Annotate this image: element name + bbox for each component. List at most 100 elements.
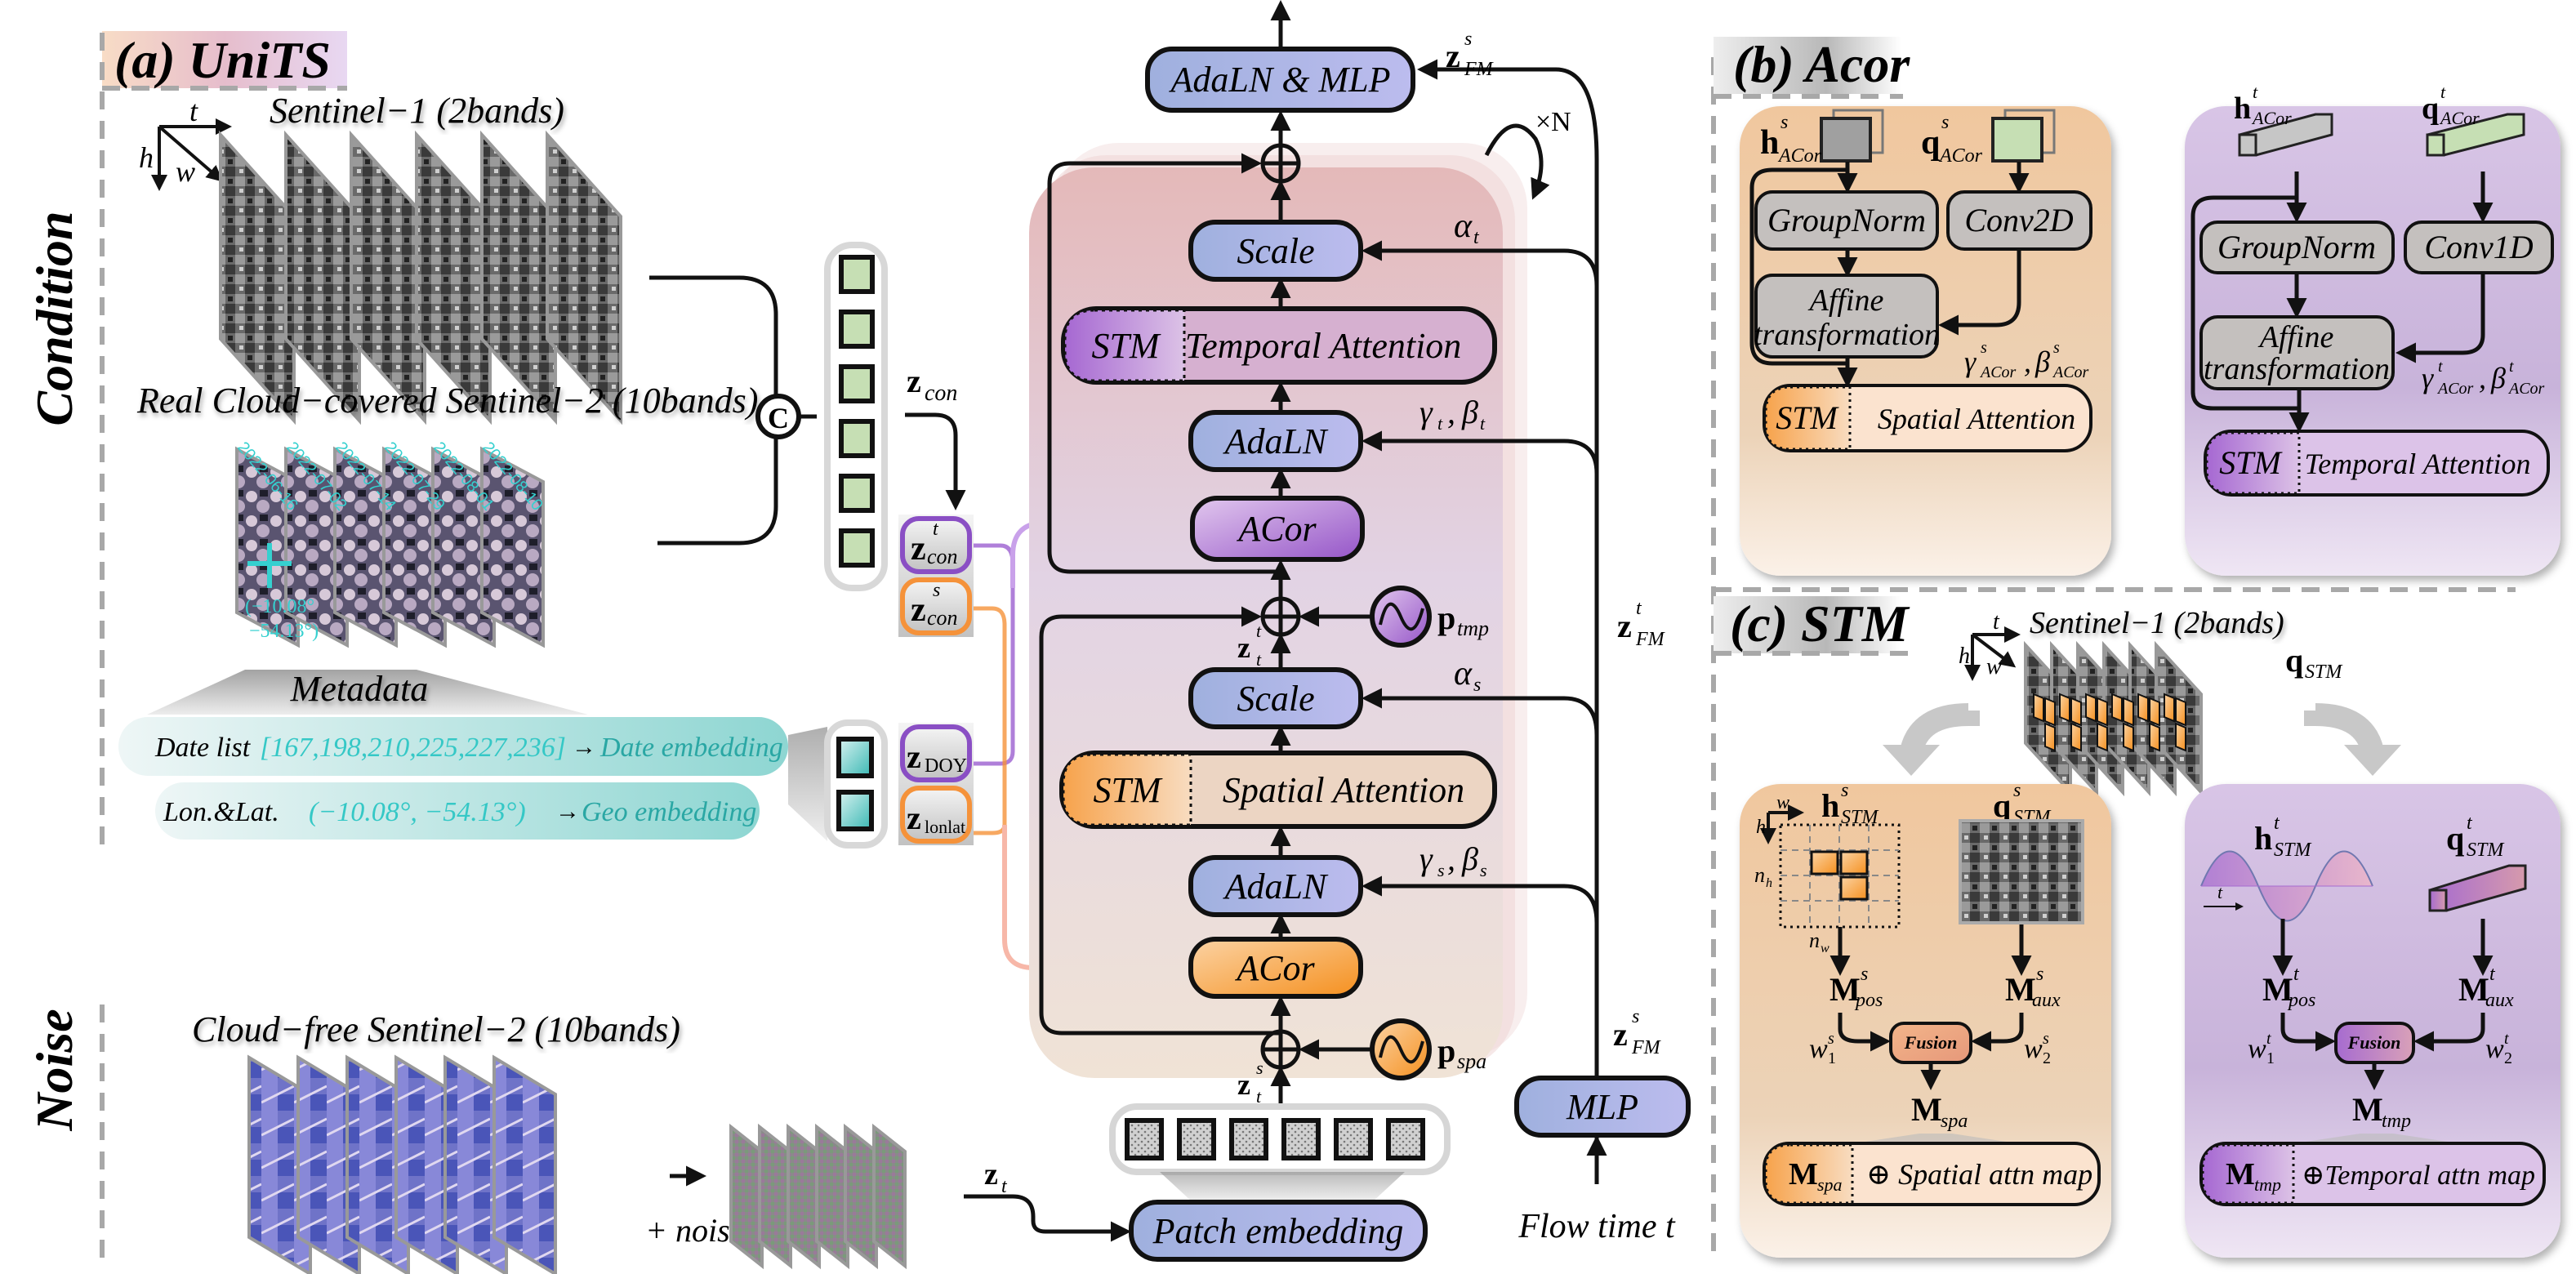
svg-text:t: t bbox=[189, 95, 198, 127]
svg-text:STM: STM bbox=[1093, 770, 1162, 810]
svg-text:spa: spa bbox=[1941, 1111, 1968, 1132]
svg-text:t: t bbox=[1001, 1176, 1008, 1197]
stm-highlight-patch bbox=[2123, 697, 2134, 727]
svg-text:s: s bbox=[1861, 964, 1868, 985]
patch-token bbox=[1334, 1118, 1373, 1160]
panel-a-title: (a) UniTS bbox=[114, 31, 331, 89]
svg-text:transformation: transformation bbox=[1754, 318, 1940, 352]
svg-text:s: s bbox=[2013, 780, 2021, 801]
svg-text:Scale: Scale bbox=[1237, 231, 1314, 271]
svg-text:γ: γ bbox=[2422, 362, 2434, 394]
noise-frame bbox=[787, 1123, 821, 1270]
svg-text:p: p bbox=[1437, 599, 1455, 636]
svg-text:z: z bbox=[1237, 631, 1250, 664]
split-arrow-left-icon bbox=[1900, 703, 1980, 755]
svg-text:FM: FM bbox=[1464, 59, 1495, 80]
patch-tokens bbox=[1125, 1118, 1425, 1160]
stm-highlight-patch bbox=[2111, 693, 2123, 723]
panel-a-units: (a) UniTS Condition Noise t h w Sentinel… bbox=[25, 31, 1184, 1274]
svg-text:w: w bbox=[1986, 654, 2002, 679]
svg-text:AdaLN & MLP: AdaLN & MLP bbox=[1169, 60, 1391, 100]
z-con-arrow bbox=[905, 412, 966, 510]
svg-text:z: z bbox=[907, 738, 921, 775]
patch-token bbox=[1229, 1118, 1268, 1160]
cloudfree-label: Cloud−free Sentinel−2 (10bands) bbox=[192, 1009, 680, 1049]
s2-cloudfree-frame bbox=[345, 1054, 410, 1274]
svg-text:ACor: ACor bbox=[1234, 948, 1315, 988]
svg-text:t: t bbox=[1437, 413, 1443, 434]
svg-text:t: t bbox=[2253, 82, 2258, 102]
stm-highlight-patch bbox=[2123, 722, 2134, 752]
noise-frame bbox=[844, 1123, 878, 1270]
svg-text:t: t bbox=[933, 519, 939, 540]
panel-b-title: (b) Acor bbox=[1733, 35, 1910, 93]
svg-text:α: α bbox=[1454, 207, 1473, 245]
z-con-token bbox=[839, 528, 875, 568]
svg-text:ACor: ACor bbox=[2052, 363, 2089, 381]
condition-label: Condition bbox=[25, 211, 83, 425]
svg-text:t: t bbox=[2467, 813, 2473, 834]
svg-text:Scale: Scale bbox=[1237, 679, 1314, 719]
svg-text:s: s bbox=[1780, 112, 1788, 133]
svg-text:→: → bbox=[572, 733, 596, 760]
svg-text:ACor: ACor bbox=[1777, 145, 1822, 167]
stm-sentinel1-label: Sentinel−1 (2bands) bbox=[2030, 606, 2284, 640]
svg-text:γ: γ bbox=[1964, 345, 1977, 378]
svg-text:M: M bbox=[1911, 1091, 1942, 1128]
sentinel1-frame bbox=[480, 130, 557, 425]
stm-highlight-patch bbox=[2097, 697, 2108, 727]
patch-token bbox=[1386, 1118, 1425, 1160]
svg-text:aux: aux bbox=[2032, 990, 2061, 1011]
sentinel1-frame bbox=[284, 130, 361, 425]
svg-text:z: z bbox=[984, 1157, 998, 1192]
svg-text:M: M bbox=[2226, 1157, 2255, 1192]
svg-text:t: t bbox=[2217, 882, 2223, 902]
svg-text:t: t bbox=[2509, 358, 2514, 376]
date-list-row bbox=[118, 717, 788, 776]
doy-token bbox=[836, 737, 874, 778]
stm-highlight-patch bbox=[2149, 697, 2160, 727]
svg-text:w: w bbox=[2485, 1034, 2504, 1064]
spatial-attn-map-label: ⊕ Spatial attn map bbox=[1866, 1158, 2092, 1191]
patch-embedding-block[interactable] bbox=[1129, 1200, 1428, 1262]
svg-text:s: s bbox=[1464, 29, 1472, 50]
svg-text:GroupNorm: GroupNorm bbox=[2217, 229, 2376, 265]
s2-cloudfree-frame bbox=[492, 1054, 557, 1274]
q-acor-s-cube-icon bbox=[1991, 109, 2056, 163]
date-list-label: Date list bbox=[154, 733, 252, 763]
svg-text:STM: STM bbox=[1776, 399, 1839, 436]
svg-text:h: h bbox=[1766, 876, 1772, 890]
svg-text:w: w bbox=[176, 155, 195, 188]
h-acor-t-bar-icon bbox=[2238, 113, 2333, 157]
svg-text:M: M bbox=[2005, 971, 2036, 1008]
svg-text:STM: STM bbox=[2467, 840, 2505, 861]
svg-text:ACor: ACor bbox=[2251, 108, 2292, 128]
svg-text:ACor: ACor bbox=[1938, 145, 1983, 167]
svg-text:s: s bbox=[1981, 339, 1987, 357]
stm-highlight-patch bbox=[2070, 722, 2082, 752]
svg-text:,: , bbox=[1447, 394, 1455, 430]
svg-text:t: t bbox=[2504, 1030, 2509, 1048]
z-doy-token bbox=[900, 724, 972, 782]
z-con-token bbox=[839, 419, 875, 458]
svg-text:s: s bbox=[1480, 860, 1487, 880]
acor-t-conv1d[interactable] bbox=[2404, 220, 2554, 274]
metadata-funnel bbox=[147, 670, 588, 715]
svg-text:h: h bbox=[2254, 820, 2272, 857]
svg-text:Affine: Affine bbox=[2257, 320, 2334, 354]
svg-text:t: t bbox=[1256, 1086, 1262, 1107]
svg-text:q: q bbox=[2285, 642, 2303, 679]
stm-highlight-patch bbox=[2175, 697, 2186, 727]
svg-text:→: → bbox=[555, 798, 580, 825]
sentinel1-image-stack bbox=[219, 130, 622, 425]
s2-cloudy-frame bbox=[382, 446, 447, 648]
svg-text:con: con bbox=[927, 545, 958, 568]
transformer-block-bg bbox=[1029, 167, 1503, 1078]
svg-text:w: w bbox=[1776, 792, 1789, 813]
h-acor-s-cube-icon bbox=[1820, 109, 1884, 163]
sentinel1-frame bbox=[546, 130, 622, 425]
stm-highlight-patch bbox=[2044, 697, 2056, 727]
s2-cloudfree-frame bbox=[296, 1054, 361, 1274]
svg-text:t: t bbox=[2266, 1030, 2271, 1048]
